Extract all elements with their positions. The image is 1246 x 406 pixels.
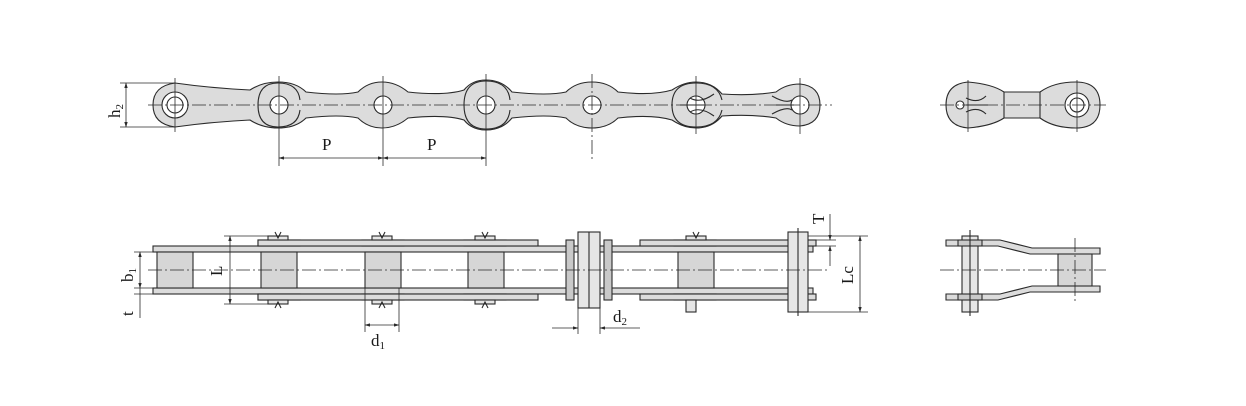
lc-label: Lc <box>838 266 857 284</box>
link-side-view <box>940 80 1106 132</box>
pitch-label: P <box>322 135 331 154</box>
h2-label: h2 <box>105 104 126 118</box>
T-label: T <box>809 213 828 224</box>
offset-link-top-view <box>940 230 1106 316</box>
side-view: P P h2 <box>105 74 832 166</box>
t-label: t <box>118 311 137 316</box>
l-label: L <box>207 266 226 276</box>
d1-label: d1 <box>371 331 385 352</box>
top-view: b1 t L d1 d2 T Lc <box>118 213 868 352</box>
d2-label: d2 <box>613 307 627 328</box>
pitch-label: P <box>427 135 436 154</box>
b1-label: b1 <box>118 268 139 282</box>
